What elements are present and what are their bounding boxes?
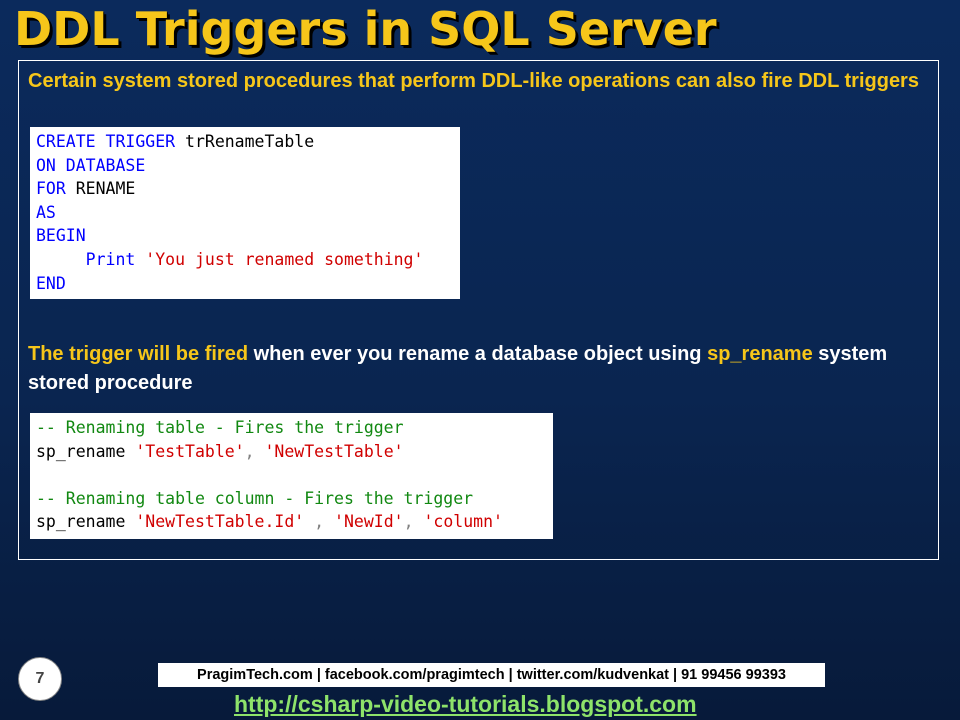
code-line: AS bbox=[36, 201, 454, 225]
code-line: sp_rename 'NewTestTable.Id' , 'NewId', '… bbox=[36, 510, 547, 534]
code-token: , bbox=[244, 441, 265, 461]
footer-blog-link[interactable]: http://csharp-video-tutorials.blogspot.c… bbox=[234, 691, 697, 717]
content-frame bbox=[18, 60, 939, 560]
page-number-badge: 7 bbox=[18, 657, 62, 701]
code-token: 'column' bbox=[423, 512, 503, 532]
code-token: , bbox=[304, 512, 335, 532]
code-token: BEGIN bbox=[36, 226, 86, 246]
code-line: -- Renaming table column - Fires the tri… bbox=[36, 487, 547, 511]
sp-rename-code-block: -- Renaming table - Fires the trigger sp_… bbox=[30, 413, 553, 539]
code-line: CREATE TRIGGER trRenameTable bbox=[36, 130, 454, 154]
code-line bbox=[36, 463, 547, 487]
code-token: FOR bbox=[36, 179, 76, 199]
footer-contacts: PragimTech.com | facebook.com/pragimtech… bbox=[158, 663, 825, 687]
code-token: , bbox=[403, 512, 424, 532]
code-token: 'NewTestTable' bbox=[264, 441, 404, 461]
code-line: END bbox=[36, 272, 454, 296]
code-line: BEGIN bbox=[36, 224, 454, 248]
code-token: trRenameTable bbox=[185, 132, 315, 151]
sp-rename-highlight: sp_rename bbox=[707, 343, 813, 365]
code-line: sp_rename 'TestTable', 'NewTestTable' bbox=[36, 440, 547, 464]
code-token: sp_rename bbox=[36, 512, 136, 532]
intro-paragraph: Certain system stored procedures that pe… bbox=[28, 70, 919, 92]
code-token: RENAME bbox=[75, 179, 136, 199]
code-line: ON DATABASE bbox=[36, 154, 454, 178]
code-line: Print 'You just renamed something' bbox=[36, 248, 454, 272]
code-line: FOR RENAME bbox=[36, 177, 454, 201]
trigger-fired-highlight: The trigger will be fired bbox=[28, 343, 249, 365]
code-token: CREATE TRIGGER bbox=[36, 132, 186, 151]
code-token: AS bbox=[36, 202, 56, 222]
code-token: END bbox=[36, 273, 66, 293]
code-token: ON DATABASE bbox=[36, 155, 146, 175]
paragraph-text-2: system stored procedure bbox=[28, 343, 888, 394]
code-token: Print bbox=[36, 249, 146, 269]
code-token: 'You just renamed something' bbox=[145, 249, 424, 269]
paragraph-text-1: when ever you rename a database object u… bbox=[248, 343, 708, 365]
slide-title: DDL Triggers in SQL Server bbox=[14, 2, 717, 56]
code-line: -- Renaming table - Fires the trigger bbox=[36, 416, 547, 440]
code-token: -- Renaming table - Fires the trigger bbox=[36, 418, 404, 437]
code-token: 'TestTable' bbox=[135, 441, 245, 461]
code-token: 'NewTestTable.Id' bbox=[135, 512, 305, 532]
code-token: 'NewId' bbox=[334, 512, 404, 532]
sp-rename-paragraph: The trigger will be fired when ever you … bbox=[28, 340, 938, 398]
code-token: -- Renaming table column - Fires the tri… bbox=[36, 488, 474, 508]
code-token: sp_rename bbox=[36, 441, 136, 461]
